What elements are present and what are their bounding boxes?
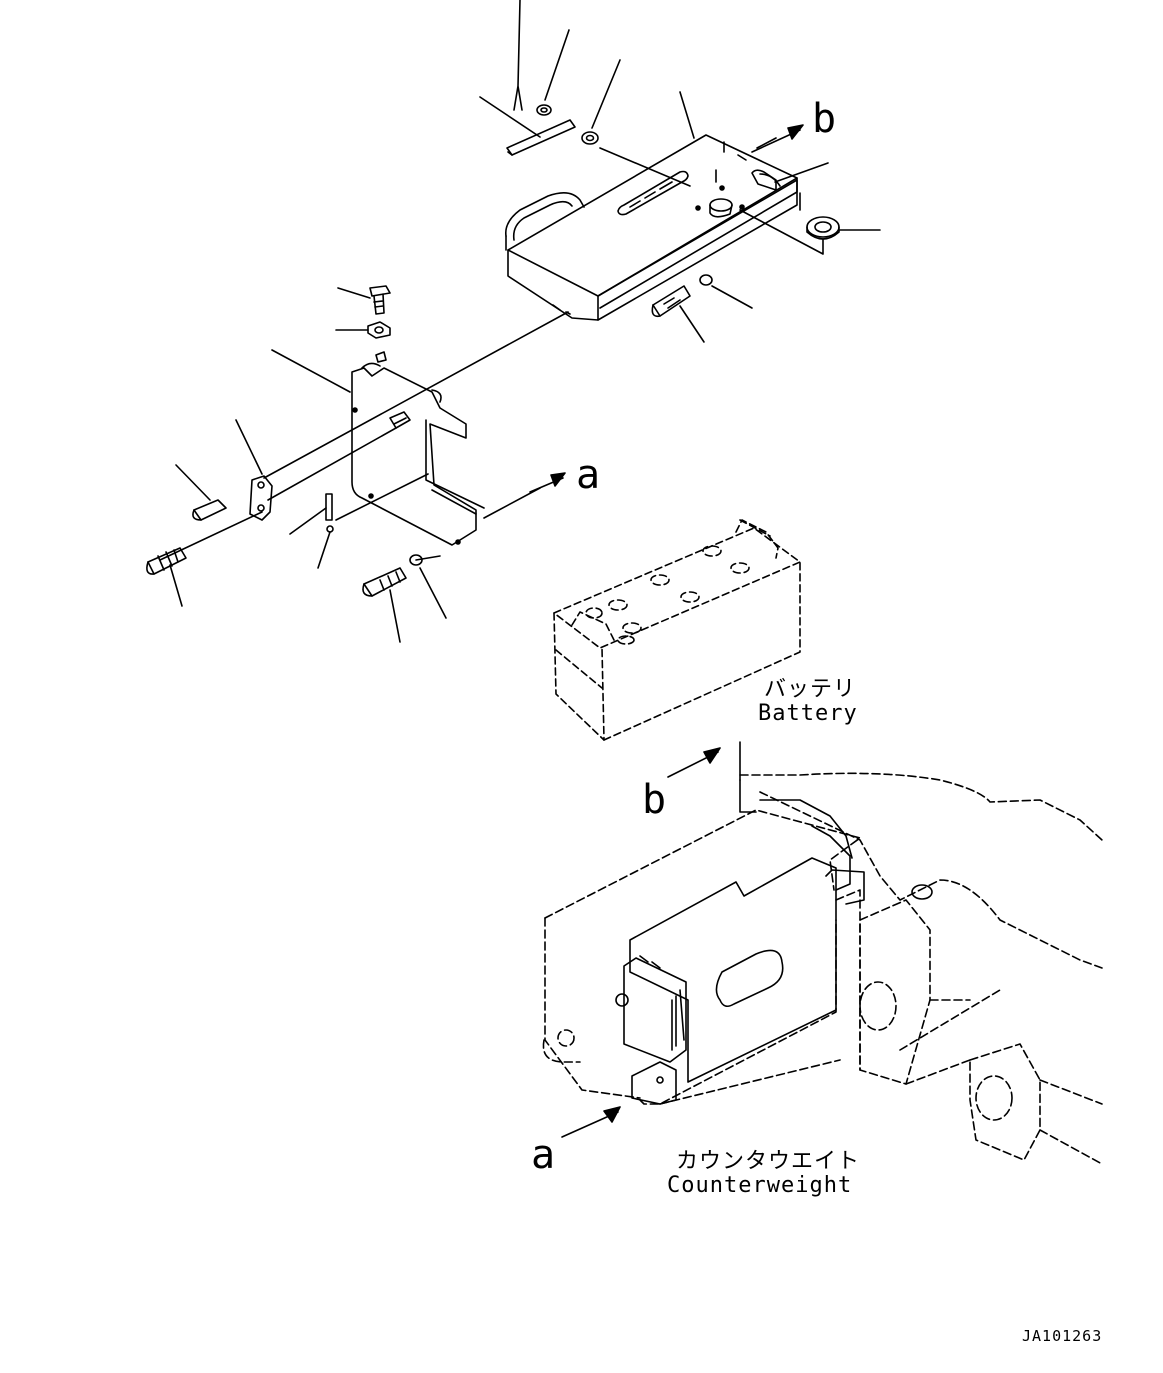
drawing-code: JA101263: [1022, 1327, 1102, 1345]
counterweight-label-jp: カウンタウエイト: [676, 1149, 860, 1174]
view-label-b-top: b: [812, 96, 836, 142]
counterweight-outline: [542, 772, 1103, 1165]
top-fasteners: [479, 0, 881, 343]
view-label-a-bottom: a: [531, 1132, 555, 1178]
counterweight-solid-parts: [615, 741, 933, 1105]
view-label-a-top: a: [576, 452, 600, 498]
counterweight-label-en: Counterweight: [667, 1173, 852, 1198]
battery-outline: [553, 519, 801, 741]
view-label-b-bottom: b: [642, 777, 666, 823]
battery-label-en: Battery: [758, 701, 858, 726]
battery-label-jp: バッテリ: [764, 677, 856, 702]
bracket-plate: [146, 285, 569, 643]
battery-box: [504, 134, 801, 321]
view-arrows: [529, 124, 804, 1138]
